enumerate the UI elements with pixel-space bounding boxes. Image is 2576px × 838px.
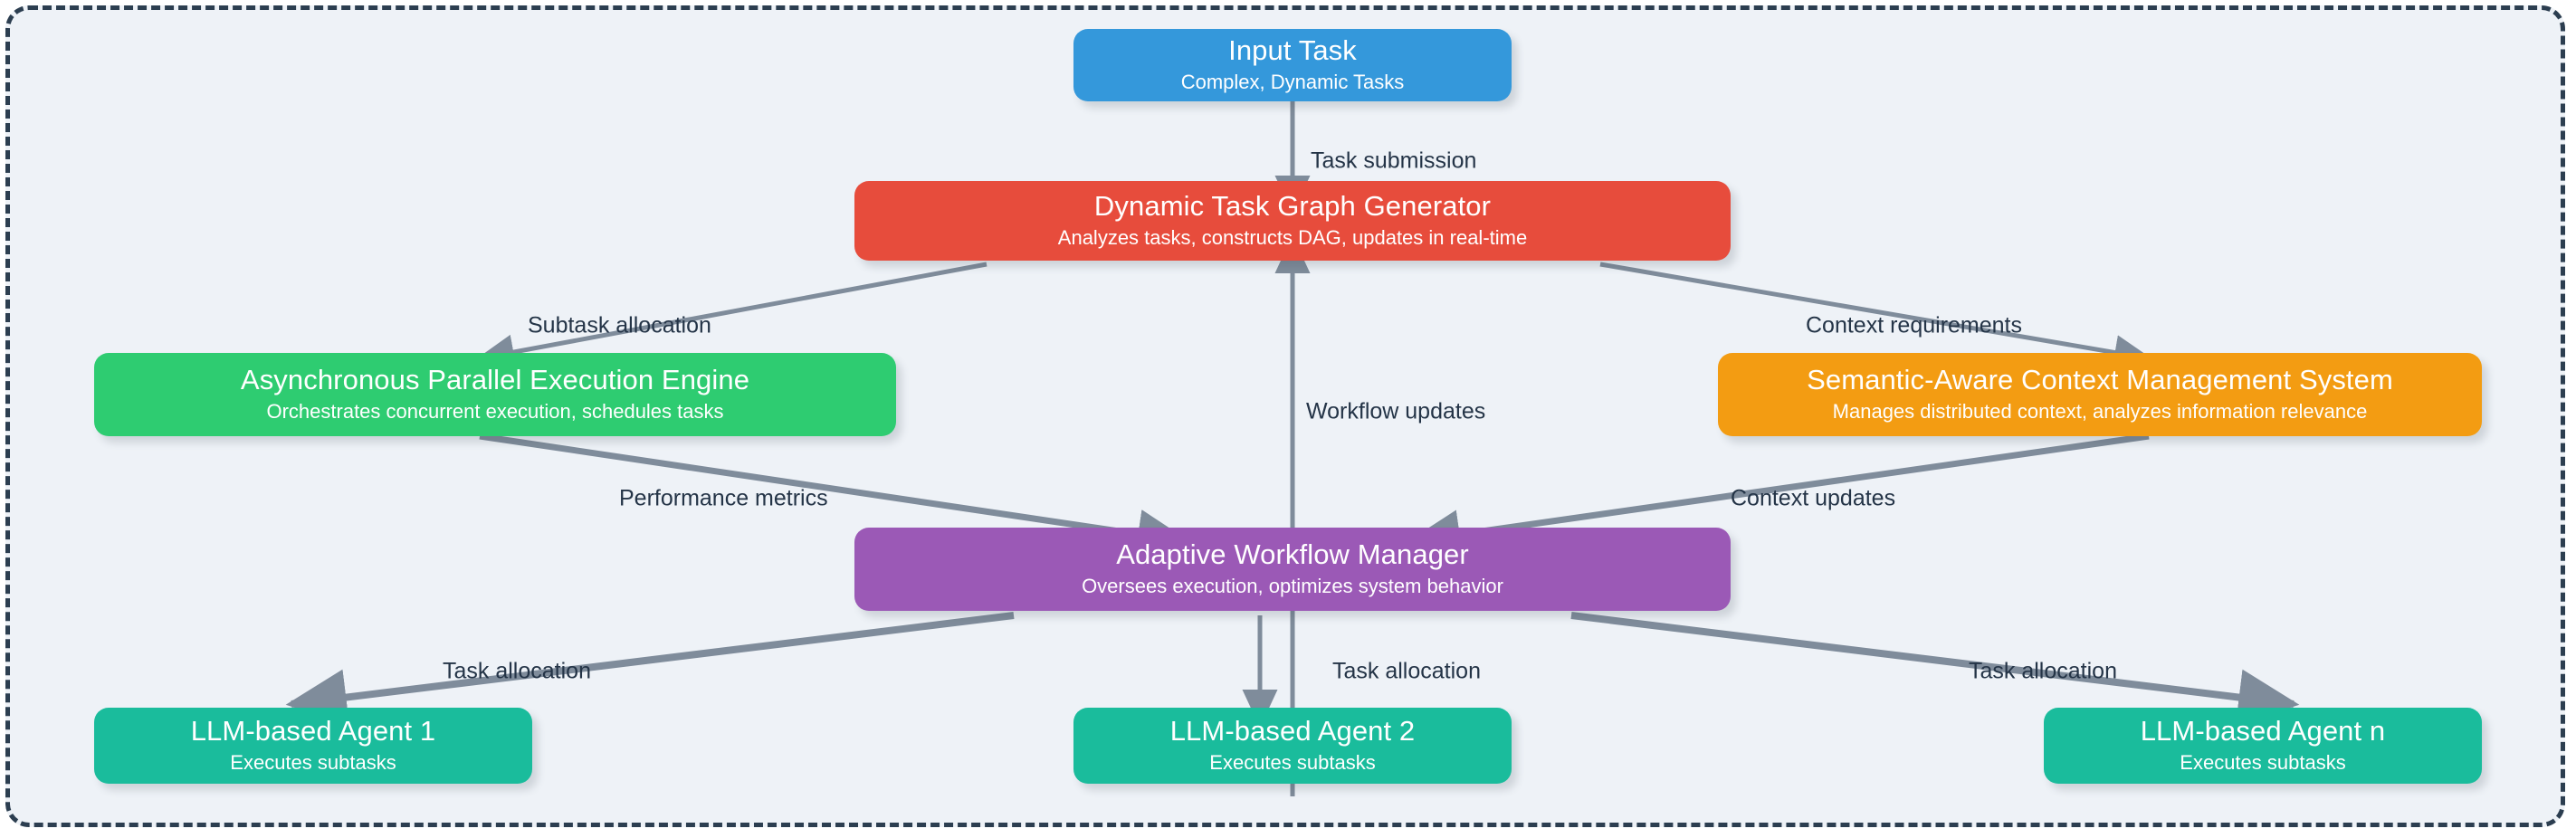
- edge-label-task-allocation-agent-1: Task allocation: [443, 658, 591, 684]
- node-input-task-subtitle: Complex, Dynamic Tasks: [1180, 71, 1405, 94]
- edge-performance-metrics: [479, 433, 1191, 559]
- edge-task-allocation-agent-1: [285, 612, 1015, 726]
- node-adaptive-workflow-manager[interactable]: Adaptive Workflow Manager Oversees execu…: [854, 528, 1731, 611]
- node-semantic-aware-context-management-system[interactable]: Semantic-Aware Context Management System…: [1718, 353, 2482, 436]
- node-llm-based-agent-2-subtitle: Executes subtasks: [1209, 751, 1376, 775]
- node-dynamic-task-graph-generator-subtitle: Analyzes tasks, constructs DAG, updates …: [1057, 226, 1528, 250]
- edge-label-task-allocation-agent-2: Task allocation: [1332, 658, 1481, 684]
- node-dynamic-task-graph-generator[interactable]: Dynamic Task Graph Generator Analyzes ta…: [854, 181, 1731, 261]
- edge-subtask-allocation: [476, 262, 987, 370]
- edge-label-task-submission: Task submission: [1311, 148, 1477, 174]
- node-llm-based-agent-1[interactable]: LLM-based Agent 1 Executes subtasks: [94, 708, 532, 784]
- node-semantic-aware-context-management-system-title: Semantic-Aware Context Management System: [1807, 364, 2393, 396]
- edge-task-allocation-agent-n: [1570, 612, 2300, 726]
- edge-label-workflow-updates: Workflow updates: [1306, 398, 1486, 424]
- node-llm-based-agent-n-subtitle: Executes subtasks: [2180, 751, 2346, 775]
- edge-context-updates: [1407, 433, 2150, 559]
- edge-label-context-updates: Context updates: [1731, 485, 1896, 511]
- edge-label-context-requirements: Context requirements: [1806, 312, 2023, 338]
- node-asynchronous-parallel-execution-engine-subtitle: Orchestrates concurrent execution, sched…: [266, 400, 724, 424]
- node-adaptive-workflow-manager-title: Adaptive Workflow Manager: [1116, 538, 1469, 571]
- node-llm-based-agent-2-title: LLM-based Agent 2: [1169, 715, 1416, 748]
- node-input-task[interactable]: Input Task Complex, Dynamic Tasks: [1073, 29, 1512, 101]
- edge-label-performance-metrics: Performance metrics: [619, 485, 828, 511]
- node-llm-based-agent-2[interactable]: LLM-based Agent 2 Executes subtasks: [1073, 708, 1512, 784]
- node-llm-based-agent-n-title: LLM-based Agent n: [2140, 715, 2386, 748]
- node-dynamic-task-graph-generator-title: Dynamic Task Graph Generator: [1093, 190, 1492, 223]
- node-input-task-title: Input Task: [1228, 34, 1357, 67]
- edge-context-requirements: [1599, 262, 2152, 370]
- node-semantic-aware-context-management-system-subtitle: Manages distributed context, analyzes in…: [1832, 400, 2368, 424]
- node-adaptive-workflow-manager-subtitle: Oversees execution, optimizes system beh…: [1082, 575, 1503, 598]
- node-llm-based-agent-n[interactable]: LLM-based Agent n Executes subtasks: [2044, 708, 2482, 784]
- node-llm-based-agent-1-title: LLM-based Agent 1: [190, 715, 436, 748]
- node-llm-based-agent-1-subtitle: Executes subtasks: [230, 751, 396, 775]
- edge-label-subtask-allocation: Subtask allocation: [528, 312, 711, 338]
- node-asynchronous-parallel-execution-engine-title: Asynchronous Parallel Execution Engine: [240, 364, 750, 396]
- node-asynchronous-parallel-execution-engine[interactable]: Asynchronous Parallel Execution Engine O…: [94, 353, 896, 436]
- edge-label-task-allocation-agent-n: Task allocation: [1969, 658, 2117, 684]
